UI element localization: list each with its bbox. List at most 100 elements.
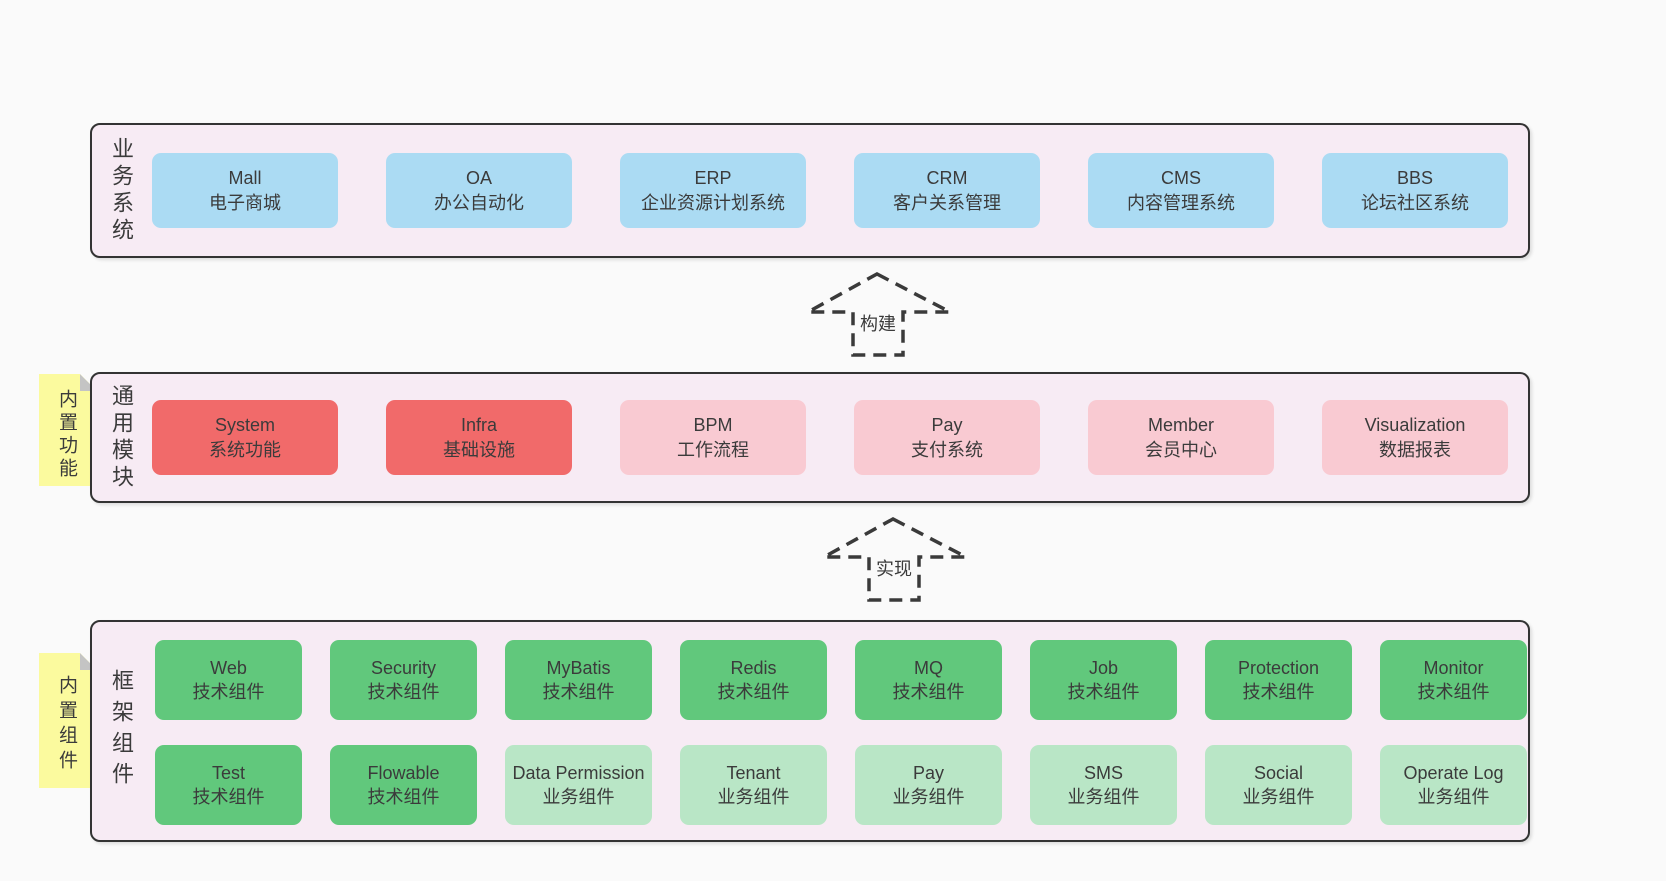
box-member: Member 会员中心: [1088, 400, 1274, 475]
band-label: 框架组件: [109, 669, 134, 793]
box-title: SMS: [1083, 763, 1123, 783]
box-subtitle: 企业资源计划系统: [641, 192, 785, 213]
box-tenant: Tenant 业务组件: [680, 745, 827, 825]
box-title: BBS: [1396, 167, 1434, 188]
box-job: Job 技术组件: [1030, 640, 1177, 720]
box-title: CMS: [1161, 167, 1201, 188]
box-oa: OA 办公自动化: [386, 153, 572, 228]
box-title: MyBatis: [546, 658, 611, 678]
box-title: Data Permission: [512, 763, 645, 783]
box-title: Protection: [1237, 658, 1320, 678]
component-box-row-1: Web 技术组件 Security 技术组件 MyBatis 技术组件 Redi…: [155, 640, 1527, 720]
box-subtitle: 技术组件: [1417, 682, 1490, 702]
box-subtitle: 电子商城: [209, 192, 281, 213]
box-mybatis: MyBatis 技术组件: [505, 640, 652, 720]
box-title: Pay: [912, 763, 945, 783]
box-title: Job: [1088, 658, 1119, 678]
box-mq: MQ 技术组件: [855, 640, 1002, 720]
box-title: System: [214, 414, 275, 435]
box-test: Test 技术组件: [155, 745, 302, 825]
band-common-modules: 通用模块 System 系统功能 Infra 基础设施 BPM 工作流程 Pay…: [90, 372, 1530, 503]
box-subtitle: 技术组件: [892, 682, 965, 702]
box-subtitle: 支付系统: [911, 439, 983, 460]
box-cms: CMS 内容管理系统: [1088, 153, 1274, 228]
module-box-row: System 系统功能 Infra 基础设施 BPM 工作流程 Pay 支付系统…: [152, 400, 1508, 475]
box-bbs: BBS 论坛社区系统: [1322, 153, 1508, 228]
box-title: MQ: [914, 658, 943, 678]
box-subtitle: 工作流程: [677, 439, 749, 460]
box-visualization: Visualization 数据报表: [1322, 400, 1508, 475]
box-title: Visualization: [1364, 414, 1466, 435]
business-box-row: Mall 电子商城 OA 办公自动化 ERP 企业资源计划系统 CRM 客户关系…: [152, 153, 1508, 228]
band-framework-components: 框架组件 Web 技术组件 Security 技术组件 MyBatis 技术组件…: [90, 620, 1530, 842]
sticky-note-builtin-features: 内置功能: [39, 374, 97, 486]
box-title: Pay: [931, 414, 963, 435]
box-title: Social: [1253, 763, 1304, 783]
box-erp: ERP 企业资源计划系统: [620, 153, 806, 228]
box-subtitle: 技术组件: [542, 682, 615, 702]
band-business-systems: 业务系统 Mall 电子商城 OA 办公自动化 ERP 企业资源计划系统 CRM…: [90, 123, 1530, 258]
box-flowable: Flowable 技术组件: [330, 745, 477, 825]
box-subtitle: 业务组件: [1417, 787, 1490, 807]
box-subtitle: 会员中心: [1145, 439, 1217, 460]
box-subtitle: 业务组件: [542, 787, 615, 807]
box-subtitle: 客户关系管理: [893, 192, 1001, 213]
box-title: Infra: [460, 414, 498, 435]
box-infra: Infra 基础设施: [386, 400, 572, 475]
box-subtitle: 数据报表: [1379, 439, 1451, 460]
box-pay-system: Pay 支付系统: [854, 400, 1040, 475]
box-subtitle: 基础设施: [443, 439, 515, 460]
arrow-implement-connector: 实现: [823, 517, 967, 602]
box-title: Tenant: [726, 763, 781, 783]
box-pay-component: Pay 业务组件: [855, 745, 1002, 825]
box-title: Mall: [228, 167, 262, 188]
box-subtitle: 技术组件: [367, 682, 440, 702]
arrow-build-connector: 构建: [807, 272, 951, 357]
box-system: System 系统功能: [152, 400, 338, 475]
component-box-row-2: Test 技术组件 Flowable 技术组件 Data Permission …: [155, 745, 1527, 825]
box-subtitle: 技术组件: [192, 787, 265, 807]
box-redis: Redis 技术组件: [680, 640, 827, 720]
box-title: Web: [210, 658, 247, 678]
box-subtitle: 系统功能: [209, 439, 281, 460]
box-title: Test: [211, 763, 245, 783]
box-subtitle: 论坛社区系统: [1361, 192, 1469, 213]
box-subtitle: 业务组件: [717, 787, 790, 807]
box-title: OA: [465, 167, 492, 188]
box-subtitle: 业务组件: [1242, 787, 1315, 807]
box-mall: Mall 电子商城: [152, 153, 338, 228]
band-label: 业务系统: [109, 136, 134, 245]
box-title: ERP: [694, 167, 732, 188]
band-label: 通用模块: [109, 383, 134, 492]
box-sms: SMS 业务组件: [1030, 745, 1177, 825]
box-web: Web 技术组件: [155, 640, 302, 720]
box-title: Security: [370, 658, 437, 678]
box-monitor: Monitor 技术组件: [1380, 640, 1527, 720]
box-social: Social 业务组件: [1205, 745, 1352, 825]
sticky-note-builtin-components: 内置组件: [39, 653, 97, 788]
box-subtitle: 技术组件: [367, 787, 440, 807]
dashed-up-arrow-icon: [807, 272, 951, 357]
box-title: Member: [1147, 414, 1214, 435]
box-security: Security 技术组件: [330, 640, 477, 720]
sticky-note-label: 内置组件: [56, 675, 77, 775]
box-protection: Protection 技术组件: [1205, 640, 1352, 720]
arrow-label: 实现: [876, 559, 912, 579]
box-subtitle: 技术组件: [192, 682, 265, 702]
box-subtitle: 内容管理系统: [1127, 192, 1235, 213]
box-operate-log: Operate Log 业务组件: [1380, 745, 1527, 825]
box-bpm: BPM 工作流程: [620, 400, 806, 475]
sticky-note-label: 内置功能: [56, 389, 77, 481]
box-subtitle: 技术组件: [717, 682, 790, 702]
box-title: Monitor: [1423, 658, 1484, 678]
box-title: BPM: [693, 414, 733, 435]
box-crm: CRM 客户关系管理: [854, 153, 1040, 228]
box-title: Redis: [730, 658, 777, 678]
dashed-up-arrow-icon: [823, 517, 967, 602]
box-subtitle: 办公自动化: [434, 192, 524, 213]
box-title: CRM: [926, 167, 968, 188]
box-subtitle: 技术组件: [1067, 682, 1140, 702]
box-subtitle: 技术组件: [1242, 682, 1315, 702]
box-title: Flowable: [367, 763, 440, 783]
box-title: Operate Log: [1403, 763, 1504, 783]
